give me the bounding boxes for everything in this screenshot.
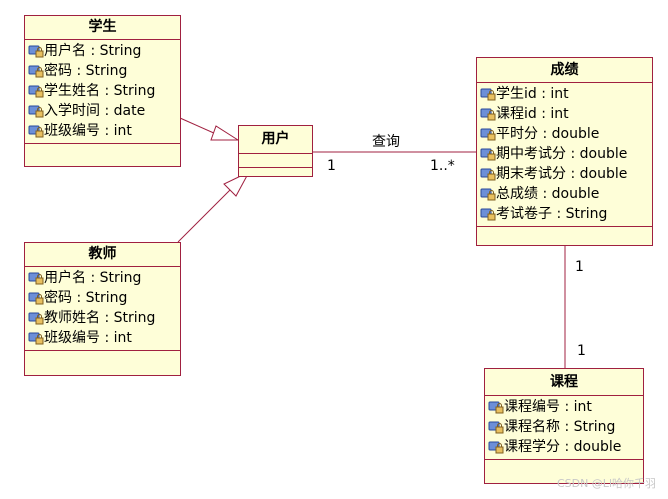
attribute-row: 期末考试分 : double — [477, 164, 652, 184]
attribute-text: 期末考试分 : double — [496, 166, 628, 182]
class-course[interactable]: 课程 课程编号 : int 课程名称 : String 课程学分 : doubl… — [484, 368, 644, 484]
lock-attribute-icon — [480, 208, 496, 221]
attribute-row: 密码 : String — [25, 61, 180, 81]
lock-attribute-icon — [28, 272, 44, 285]
attribute-row: 课程名称 : String — [485, 417, 643, 437]
attribute-text: 课程id : int — [496, 106, 569, 122]
attribute-text: 期中考试分 : double — [496, 146, 628, 162]
generalization-arrowhead-student — [210, 125, 240, 141]
class-user[interactable]: 用户 — [238, 125, 313, 177]
attribute-row: 用户名 : String — [25, 41, 180, 61]
multiplicity-score-query: 1..* — [430, 158, 455, 174]
association-query-label: 查询 — [372, 134, 400, 150]
attribute-row: 教师姓名 : String — [25, 308, 180, 328]
attribute-row: 学生id : int — [477, 84, 652, 104]
attribute-row: 班级编号 : int — [25, 328, 180, 348]
attribute-text: 学生id : int — [496, 86, 569, 102]
attribute-row: 考试卷子 : String — [477, 204, 652, 224]
attribute-text: 教师姓名 : String — [44, 310, 156, 326]
lock-attribute-icon — [28, 45, 44, 58]
attribute-row: 入学时间 : date — [25, 101, 180, 121]
lock-attribute-icon — [480, 128, 496, 141]
attribute-text: 学生姓名 : String — [44, 83, 156, 99]
generalization-teacher-user — [177, 189, 231, 243]
lock-attribute-icon — [488, 421, 504, 434]
class-student-attributes: 用户名 : String 密码 : String 学生姓名 : String 入… — [25, 40, 180, 144]
class-teacher-name: 教师 — [25, 243, 180, 267]
attribute-row: 课程id : int — [477, 104, 652, 124]
class-student-name: 学生 — [25, 16, 180, 40]
attribute-text: 密码 : String — [44, 63, 128, 79]
lock-attribute-icon — [480, 108, 496, 121]
attribute-text: 用户名 : String — [44, 43, 142, 59]
attribute-row: 课程编号 : int — [485, 397, 643, 417]
attribute-text: 课程编号 : int — [504, 399, 592, 415]
class-teacher-attributes: 用户名 : String 密码 : String 教师姓名 : String 班… — [25, 267, 180, 351]
attribute-row: 学生姓名 : String — [25, 81, 180, 101]
class-user-name: 用户 — [239, 126, 312, 154]
lock-attribute-icon — [28, 65, 44, 78]
lock-attribute-icon — [480, 168, 496, 181]
attribute-text: 用户名 : String — [44, 270, 142, 286]
class-course-attributes: 课程编号 : int 课程名称 : String 课程学分 : double — [485, 396, 643, 460]
multiplicity-score-course-top: 1 — [575, 259, 584, 275]
generalization-arrowhead-teacher — [223, 170, 251, 197]
class-teacher[interactable]: 教师 用户名 : String 密码 : String 教师姓名 : Strin… — [24, 242, 181, 376]
lock-attribute-icon — [28, 125, 44, 138]
attribute-text: 课程学分 : double — [504, 439, 622, 455]
lock-attribute-icon — [480, 88, 496, 101]
class-user-attributes — [239, 154, 312, 168]
attribute-row: 平时分 : double — [477, 124, 652, 144]
attribute-text: 入学时间 : date — [44, 103, 146, 119]
attribute-row: 课程学分 : double — [485, 437, 643, 457]
lock-attribute-icon — [480, 188, 496, 201]
class-student[interactable]: 学生 用户名 : String 密码 : String 学生姓名 : Strin… — [24, 15, 181, 167]
attribute-text: 班级编号 : int — [44, 330, 132, 346]
watermark: CSDN @Ll哈你千羽 — [556, 477, 656, 490]
class-score[interactable]: 成绩 学生id : int 课程id : int 平时分 : double 期中… — [476, 57, 653, 246]
attribute-row: 密码 : String — [25, 288, 180, 308]
attribute-row: 总成绩 : double — [477, 184, 652, 204]
attribute-text: 密码 : String — [44, 290, 128, 306]
lock-attribute-icon — [28, 292, 44, 305]
class-score-attributes: 学生id : int 课程id : int 平时分 : double 期中考试分… — [477, 83, 652, 227]
multiplicity-user: 1 — [327, 158, 336, 174]
attribute-row: 期中考试分 : double — [477, 144, 652, 164]
lock-attribute-icon — [28, 332, 44, 345]
attribute-text: 总成绩 : double — [496, 186, 600, 202]
lock-attribute-icon — [28, 85, 44, 98]
class-score-name: 成绩 — [477, 58, 652, 83]
multiplicity-score-course-bottom: 1 — [577, 343, 586, 359]
generalization-student-user — [179, 117, 217, 135]
attribute-text: 课程名称 : String — [504, 419, 616, 435]
lock-attribute-icon — [488, 401, 504, 414]
lock-attribute-icon — [488, 441, 504, 454]
lock-attribute-icon — [480, 148, 496, 161]
class-course-name: 课程 — [485, 369, 643, 396]
attribute-text: 班级编号 : int — [44, 123, 132, 139]
attribute-row: 班级编号 : int — [25, 121, 180, 141]
attribute-row: 用户名 : String — [25, 268, 180, 288]
attribute-text: 平时分 : double — [496, 126, 600, 142]
lock-attribute-icon — [28, 312, 44, 325]
lock-attribute-icon — [28, 105, 44, 118]
attribute-text: 考试卷子 : String — [496, 206, 608, 222]
